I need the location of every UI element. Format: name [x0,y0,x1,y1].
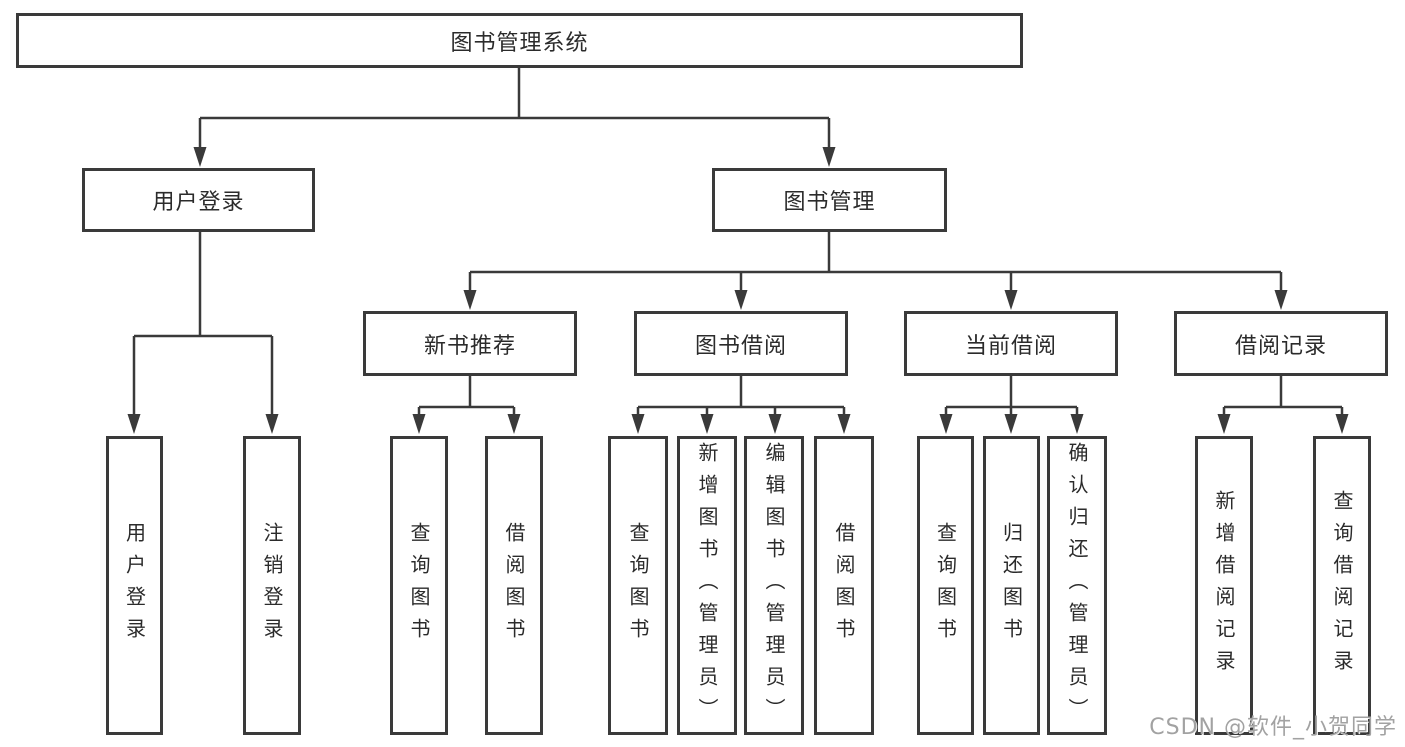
node-label: 图书管理系统 [450,30,589,56]
node-query-books-borrowing: 查询图书 [608,436,668,735]
node-label: 新书推荐 [423,333,516,359]
node-label: 用户登录 [152,190,245,215]
node-logout-leaf: 注销登录 [243,436,301,735]
node-edit-books-admin: 编辑图书（管理员） [744,436,804,735]
node-label: 借阅图书 [502,521,526,650]
node-label: 归还图书 [999,521,1024,650]
node-label: 新增图书（管理员） [695,441,719,730]
connector-userlogin-to-children [132,232,274,415]
connector-recommend-to-children [417,376,516,416]
connector-borrowing-to-children [636,376,846,416]
node-query-books-recommend: 查询图书 [390,436,448,735]
node-system-root: 图书管理系统 [16,13,1023,68]
connector-records-to-children [1222,376,1344,416]
node-book-borrowing: 图书借阅 [634,311,848,376]
arrowhead [1217,414,1231,434]
arrowhead [939,414,953,434]
arrowhead [1004,414,1018,434]
node-label: 查询借阅记录 [1330,489,1354,682]
arrowhead [1070,414,1084,434]
node-borrowing-records: 借阅记录 [1174,311,1388,376]
node-label: 借阅记录 [1234,333,1327,359]
node-label: 注销登录 [260,521,284,650]
node-label: 借阅图书 [832,521,856,650]
node-query-borrow-record: 查询借阅记录 [1313,436,1371,735]
node-borrow-books-borrowing: 借阅图书 [814,436,874,735]
arrowhead [1004,290,1018,310]
node-user-login-leaf: 用户登录 [106,436,163,735]
node-label: 确认归还（管理员） [1065,441,1089,730]
connector-paths [132,66,1344,416]
arrowhead [193,147,207,167]
arrowhead [822,147,836,167]
arrowhead [265,414,279,434]
arrowhead [700,414,714,434]
node-borrow-books-recommend: 借阅图书 [485,436,543,735]
node-book-management: 图书管理 [712,168,947,232]
connector-root-to-level2 [198,66,831,148]
arrowhead [734,290,748,310]
node-user-login: 用户登录 [82,168,315,232]
arrowhead [412,414,426,434]
arrowhead [507,414,521,434]
node-confirm-return-admin: 确认归还（管理员） [1047,436,1107,735]
arrowhead [1274,290,1288,310]
node-label: 图书管理 [783,190,876,215]
node-label: 当前借阅 [964,333,1057,359]
arrowhead [1335,414,1349,434]
node-label: 新增借阅记录 [1212,489,1236,682]
arrowheads [127,147,1349,434]
arrowhead [463,290,477,310]
connector-current-to-children [944,376,1079,416]
node-query-books-current: 查询图书 [917,436,974,735]
node-add-books-admin: 新增图书（管理员） [677,436,737,735]
node-label: 用户登录 [122,521,147,650]
connector-bookmgmt-to-level3 [468,232,1283,291]
node-label: 查询图书 [407,521,431,650]
node-label: 图书借阅 [694,333,787,359]
arrowhead [768,414,782,434]
node-current-borrowing: 当前借阅 [904,311,1118,376]
node-new-book-recommend: 新书推荐 [363,311,577,376]
node-label: 查询图书 [626,521,650,650]
node-return-books: 归还图书 [983,436,1040,735]
csdn-watermark: CSDN @软件_小贺同学 [1149,715,1397,740]
node-label: 编辑图书（管理员） [762,441,786,730]
arrowhead [127,414,141,434]
arrowhead [837,414,851,434]
node-label: 查询图书 [933,521,958,650]
node-add-borrow-record: 新增借阅记录 [1195,436,1253,735]
arrowhead [631,414,645,434]
